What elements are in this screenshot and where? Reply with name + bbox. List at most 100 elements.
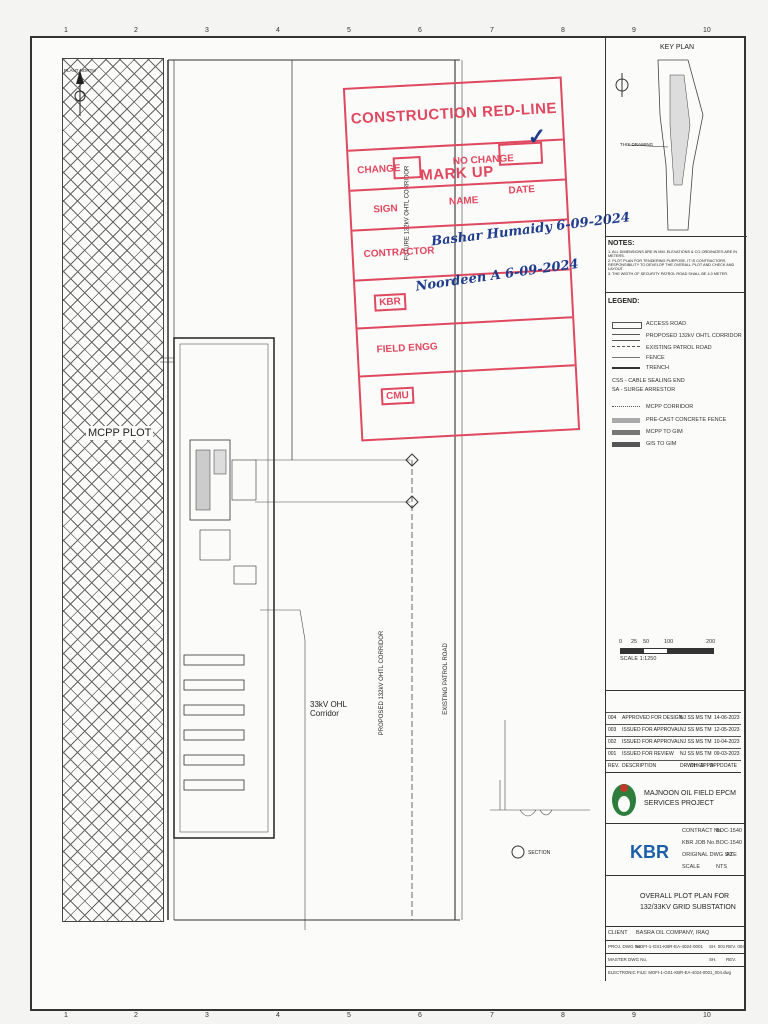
master-dwg-label: MASTER DWG No.: [608, 957, 648, 962]
scale-field-value: NTS: [716, 864, 727, 870]
scale-tick: 25: [631, 639, 638, 645]
revision-header-cell: DESCRIPTION: [622, 763, 657, 769]
stamp-contractor-label: CONTRACTOR: [363, 245, 435, 261]
revision-number: 004: [608, 715, 617, 721]
grid-number: 2: [134, 27, 138, 34]
grid-number: 2: [134, 1012, 138, 1019]
legend-swatch: [612, 357, 640, 363]
grid-number: 4: [276, 27, 280, 34]
stamp-tick: ✓: [527, 123, 547, 150]
revision-table: [605, 690, 746, 779]
revision-header-cell: REV.: [608, 763, 620, 769]
revision-number: 001: [608, 751, 617, 757]
stamp-date-label: DATE: [508, 184, 536, 197]
ohl-corridor-label: 33kV OHL Corridor: [310, 700, 347, 718]
kbr-job-label: KBR JOB No.: [682, 840, 716, 846]
signature-kbr: Noordeen A 6-09-2024: [414, 256, 580, 295]
legend-item: FENCE: [646, 355, 665, 361]
mcpp-plot-label: MCPP PLOT: [86, 426, 154, 440]
revision-by: NJ SS MS TM: [680, 715, 712, 721]
project-block: [605, 775, 746, 824]
note-item: 3. THE WIDTH OF SECURITY PATROL ROAD SHA…: [608, 272, 729, 276]
sheet-number: SH. 001: [709, 944, 726, 949]
client-value: BASRA OIL COMPANY, IRAQ: [636, 930, 710, 936]
revision-date: 10-04-2023: [714, 739, 740, 745]
revision-description: ISSUED FOR REVIEW: [622, 751, 674, 757]
project-name-line1: MAJNOON OIL FIELD EPCM: [644, 790, 736, 797]
drawing-title-line2: 132/33KV GRID SUBSTATION: [640, 904, 736, 911]
revision-by: NJ SS MS TM: [680, 739, 712, 745]
mcpp-plot-area: [62, 58, 164, 922]
scale-tick: 0: [619, 639, 623, 645]
revision-row: 003 ISSUED FOR APPROVAL NJ SS MS TM 12-0…: [606, 724, 741, 736]
orig-size-value: A1: [726, 852, 733, 858]
contract-no-value: BOC-1540: [716, 828, 742, 834]
revision-header-cell: DRWN: [680, 763, 696, 769]
revision-header-cell: DATE: [724, 763, 737, 769]
revision-number: 002: [608, 739, 617, 745]
key-plan-title: KEY PLAN: [660, 44, 695, 51]
scale-label: SCALE 1:1250: [620, 656, 657, 662]
client-label: CLIENT: [608, 930, 628, 936]
legend-item: PROPOSED 132kV OHTL CORRIDOR: [646, 333, 742, 339]
section-label: SECTION: [528, 850, 551, 856]
legend-item: MCPP CORRIDOR: [646, 404, 694, 410]
grid-number: 6: [418, 27, 422, 34]
grid-number: 7: [490, 27, 494, 34]
revision-number-field: REV. 004: [726, 944, 745, 949]
proposed-corridor-label: PROPOSED 132kV OHTL CORRIDOR: [379, 630, 386, 736]
stamp-sign-label: SIGN: [373, 203, 399, 216]
scale-tick: 200: [706, 639, 716, 645]
master-sheet-label: SH.: [709, 957, 717, 962]
revision-row: 001 ISSUED FOR REVIEW NJ SS MS TM 09-03-…: [606, 748, 741, 760]
title-column-border: [605, 36, 606, 981]
revision-number: 003: [608, 727, 617, 733]
grid-number: 9: [632, 27, 636, 34]
redline-stamp: CONSTRUCTION RED-LINE MARK UP CHANGE NO …: [342, 76, 631, 442]
revision-date: 09-03-2023: [714, 751, 740, 757]
notes-title: NOTES:: [608, 240, 635, 247]
stamp-divider: [357, 316, 573, 330]
title-divider: [605, 926, 746, 927]
plan-linework: [160, 59, 590, 930]
legend-item: GIS TO GIM: [646, 441, 677, 447]
legend-item: PRE-CAST CONCRETE FENCE: [646, 417, 727, 423]
grid-number: 8: [561, 27, 565, 34]
revision-date: 12-05-2023: [714, 727, 740, 733]
title-divider: [605, 940, 746, 941]
contract-no-label: CONTRACT No.: [682, 828, 723, 834]
legend-title: LEGEND:: [608, 298, 640, 305]
notes-divider: [605, 292, 746, 293]
revision-description: APPROVED FOR DESIGN: [622, 715, 683, 721]
grid-number: 1: [64, 27, 68, 34]
north-arrow-icon: [74, 70, 86, 116]
revision-row: 004 APPROVED FOR DESIGN NJ SS MS TM 14-0…: [606, 712, 741, 724]
kbr-job-value: BOC-1540: [716, 840, 742, 846]
revision-description: ISSUED FOR APPROVAL: [622, 739, 681, 745]
grid-number: 3: [205, 27, 209, 34]
stamp-name-label: NAME: [448, 195, 479, 208]
revision-by: NJ SS MS TM: [680, 727, 712, 733]
existing-patrol-label: EXISTING PATROL ROAD: [442, 643, 449, 715]
revision-header-row: REV. DESCRIPTION DRWN CHKD APPD APPD DAT…: [606, 760, 741, 773]
legend-swatch: [612, 322, 642, 329]
stamp-change-box: [392, 156, 422, 180]
legend-swatch: [612, 430, 640, 435]
legend-swatch: [612, 367, 640, 374]
revision-row: 002 ISSUED FOR APPROVAL NJ SS MS TM 10-0…: [606, 736, 741, 748]
stamp-kbr-label: KBR: [373, 292, 407, 312]
grid-number: 10: [703, 27, 711, 34]
grid-number: 6: [418, 1012, 422, 1019]
legend-swatch: [612, 406, 640, 412]
drawing-title-line1: OVERALL PLOT PLAN FOR: [640, 893, 730, 900]
grid-number: 3: [205, 1012, 209, 1019]
majnoon-logo-icon: [612, 784, 636, 816]
key-plan-label: THIS DRAWING: [620, 142, 654, 147]
grid-number: 5: [347, 27, 351, 34]
stamp-divider: [359, 364, 575, 378]
plant-north-label: PLANT NORTH: [64, 68, 96, 73]
revision-header-cell: APPD: [710, 763, 724, 769]
legend-swatch: [612, 442, 640, 447]
note-item: 2. PLOT PLAN FOR TENDERING PURPOSE. IT I…: [608, 259, 735, 271]
grid-number: 1: [64, 1012, 68, 1019]
